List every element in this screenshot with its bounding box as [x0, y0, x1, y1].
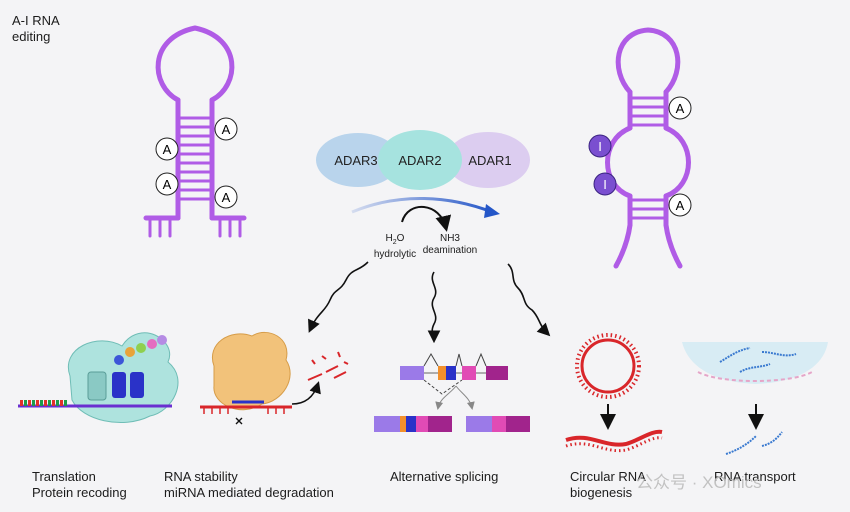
stability-line2: miRNA mediated degradation: [164, 485, 334, 500]
adenosine-label: A: [163, 177, 172, 192]
stability-line1: RNA stability: [164, 469, 238, 484]
inosine-label: I: [598, 139, 602, 154]
stability-caption: RNA stability miRNA mediated degradation: [164, 469, 334, 501]
translation-line2: Protein recoding: [32, 485, 127, 500]
watermark: 公众号 · XOmics: [636, 473, 762, 492]
left-hairpin: [143, 25, 247, 238]
transport-line1: RNA transport: [714, 469, 796, 484]
adar-enzymes: ADAR3 ADAR2 ADAR1: [316, 130, 530, 190]
translation-caption: Translation Protein recoding: [32, 469, 127, 501]
splicing-panel: [374, 352, 530, 432]
left-hairpin-adenosines: A A A A: [155, 117, 238, 209]
title-line2: editing: [12, 29, 51, 44]
diagram-title: A-I RNA editing: [12, 13, 60, 45]
deamination-text: deamination: [422, 245, 478, 256]
splicing-line1: Alternative splicing: [390, 469, 499, 484]
reaction-blue-arrow: [351, 196, 493, 214]
deamination-label: NH3 deamination: [420, 233, 480, 257]
inosine-label: I: [603, 177, 607, 192]
right-hairpin-bases: A A I I: [588, 96, 692, 217]
splicing-caption: Alternative splicing: [390, 469, 498, 485]
scissors-icon: [235, 417, 243, 425]
adenosine-label: A: [676, 101, 685, 116]
adenosine-label: A: [163, 142, 172, 157]
adar2-label: ADAR2: [398, 153, 441, 168]
hydrolytic-label: H2O hydrolytic: [372, 233, 418, 261]
circular-line1: Circular RNA: [570, 469, 646, 484]
adar1-label: ADAR1: [468, 153, 511, 168]
title-line1: A-I RNA: [12, 13, 60, 28]
circular-caption: Circular RNA biogenesis: [570, 469, 646, 501]
adenosine-label: A: [676, 198, 685, 213]
deamination-arrow: [401, 206, 452, 232]
water-o: O: [396, 233, 405, 244]
adenosine-label: A: [222, 122, 231, 137]
circular-line2: biogenesis: [570, 485, 633, 500]
translation-line1: Translation: [32, 469, 96, 484]
water-subscript: 2: [392, 239, 397, 246]
adenosine-label: A: [222, 190, 231, 205]
right-hairpin: [605, 27, 691, 269]
translation-panel: [18, 332, 179, 423]
transport-caption: RNA transport: [714, 469, 796, 485]
stability-panel: [200, 331, 349, 425]
adar3-label: ADAR3: [334, 153, 377, 168]
transport-panel: [682, 342, 828, 455]
water-h: H: [385, 233, 393, 244]
wavy-arrows: [308, 261, 551, 344]
circrna-panel: [565, 333, 663, 453]
nh3-text: NH3: [439, 233, 460, 244]
reaction-blue-arrowhead: [484, 204, 500, 218]
hydrolytic-text: hydrolytic: [373, 249, 417, 260]
